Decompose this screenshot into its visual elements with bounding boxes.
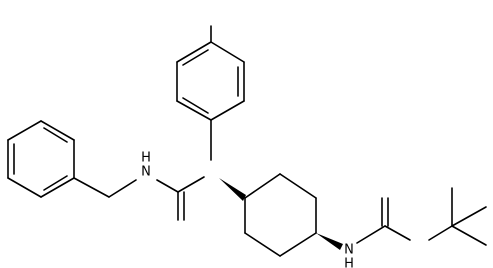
benzyl-phenyl-ring (7, 120, 75, 198)
carbonyl-nh-bond (156, 179, 179, 193)
urea-nh-n-label: N (141, 165, 151, 180)
cyclohexane-ring (244, 173, 317, 257)
bromophenyl-ring (176, 41, 245, 121)
nh-carbamate-carbonyl-bond (356, 225, 386, 244)
ester-o-tbutyl-bond (428, 225, 453, 241)
cyclohexyl-nh-wedge-bond (316, 233, 343, 250)
n-carbonyl-bond (177, 176, 205, 193)
carbonyl-ester-o-bond (384, 225, 411, 241)
urea-nh-h-label: H (141, 151, 151, 166)
ch2-phenyl-bond (73, 177, 110, 198)
nh-benzyl-ch2-bond (108, 179, 137, 198)
carbamate-nh-h-label: H (344, 257, 354, 268)
carbamate-nh-n-label: N (344, 243, 354, 258)
tert-butyl-group (451, 187, 487, 246)
n-cyclohexyl-wedge-bond (219, 178, 246, 201)
